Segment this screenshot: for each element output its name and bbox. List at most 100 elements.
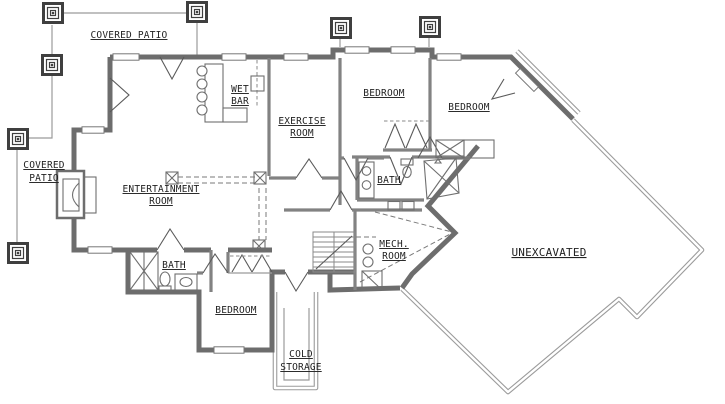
closet-bifold-door — [384, 122, 428, 149]
label-bedroom-top: BEDROOM — [363, 88, 405, 99]
window — [112, 53, 140, 61]
bar-stool — [196, 78, 208, 90]
sink-icon — [179, 276, 193, 288]
window-diagonal — [514, 67, 540, 93]
closet-box-x — [129, 251, 159, 291]
stair-break-line — [315, 235, 353, 270]
vanity — [358, 161, 375, 199]
wall-segment-diagonal — [399, 144, 480, 290]
cold-storage-wall-inner — [273, 292, 318, 390]
patio-line — [28, 76, 53, 139]
label-wet-bar: WET — [231, 84, 249, 95]
closet-box — [463, 139, 495, 159]
toilet-tank — [158, 285, 172, 292]
window — [221, 53, 247, 61]
patio-post — [419, 16, 441, 38]
vanity — [174, 273, 198, 291]
patio-lines — [16, 12, 430, 242]
window — [436, 53, 462, 61]
patio-post — [186, 1, 208, 23]
bar-stool — [196, 65, 208, 77]
column-symbol — [252, 239, 266, 253]
water-heater-icon — [362, 243, 374, 255]
label-bedroom-right: BEDROOM — [448, 102, 490, 113]
door-swing — [417, 135, 443, 159]
cold-storage-outline — [272, 292, 319, 391]
furnace-icon — [361, 270, 383, 291]
bath-center-fixtures — [358, 139, 495, 211]
patio-post — [42, 2, 64, 24]
patio-post — [7, 128, 29, 150]
mech-dashed-line — [359, 232, 453, 283]
mech-dashed-line — [374, 211, 453, 233]
label-entertainment: ENTERTAINMENT — [123, 184, 200, 195]
label-bedroom-bottom: BEDROOM — [215, 305, 257, 316]
door-swing — [284, 271, 309, 293]
toilet-tank — [400, 158, 414, 166]
toilet-icon — [402, 165, 412, 179]
water-heater-icon — [362, 256, 374, 268]
window — [390, 46, 416, 54]
shower-head-mark — [433, 158, 443, 164]
sink-icon — [361, 166, 372, 176]
label-bath-center: BATH — [377, 175, 401, 186]
bar-stool — [196, 104, 208, 116]
label-covered-patio-left-2: PATIO — [29, 173, 59, 184]
door-swing — [202, 252, 229, 274]
label-covered-patio-top: COVERED PATIO — [91, 30, 168, 41]
label-cold-storage-2: STORAGE — [280, 362, 322, 373]
sink-icon — [361, 180, 372, 190]
label-wet-bar-2: BAR — [231, 96, 249, 107]
beam-dashed-line — [258, 188, 267, 240]
door-swing — [109, 77, 130, 113]
door-swing — [343, 157, 369, 182]
roof-eave-line-inner — [516, 50, 580, 114]
linen-cabinet — [387, 200, 401, 211]
label-mech-2: ROOM — [382, 251, 406, 262]
window — [213, 346, 245, 354]
label-entertainment-2: ROOM — [149, 196, 173, 207]
doors — [109, 56, 516, 293]
window — [344, 46, 370, 54]
label-exercise-2: ROOM — [290, 128, 314, 139]
unexcavated-outline — [400, 49, 705, 395]
door-swing — [389, 156, 413, 186]
door-swing — [295, 158, 323, 179]
wall-segment — [71, 57, 157, 253]
window — [283, 53, 309, 61]
column-symbol — [165, 171, 179, 185]
label-unexcavated: UNEXCAVATED — [511, 246, 586, 259]
label-covered-patio-left: COVERED — [23, 160, 65, 171]
cold-storage-inner-room — [283, 308, 310, 381]
window — [81, 126, 105, 134]
bar-stool — [196, 91, 208, 103]
cold-storage-wall — [272, 292, 319, 391]
unexcavated-boundary-inner — [401, 119, 704, 394]
bar-counter — [204, 63, 224, 123]
door-swing — [156, 227, 185, 251]
column-symbol — [253, 171, 267, 185]
bath-left-fixtures — [129, 251, 198, 292]
wall-segment — [110, 47, 575, 121]
furnace-diagonal — [361, 270, 383, 291]
label-mech: MECH. — [379, 239, 409, 250]
windows — [81, 46, 540, 354]
patio-post — [41, 54, 63, 76]
patio-post — [7, 242, 29, 264]
door-swing — [329, 189, 353, 211]
beam-dashed-line — [178, 176, 256, 184]
closet-box-x — [435, 139, 465, 159]
beam-lines — [165, 60, 453, 283]
patio-posts — [7, 1, 441, 264]
patio-post — [330, 17, 352, 39]
room-labels: COVERED PATIO COVERED PATIO WET BAR EXER… — [23, 30, 586, 373]
wall-segment — [125, 250, 285, 353]
bar-sink — [250, 75, 265, 92]
fireplace — [55, 169, 97, 220]
linen-cabinet — [401, 200, 415, 211]
door-swing — [159, 56, 185, 81]
wall-segment — [327, 272, 401, 293]
label-exercise: EXERCISE — [278, 116, 325, 127]
